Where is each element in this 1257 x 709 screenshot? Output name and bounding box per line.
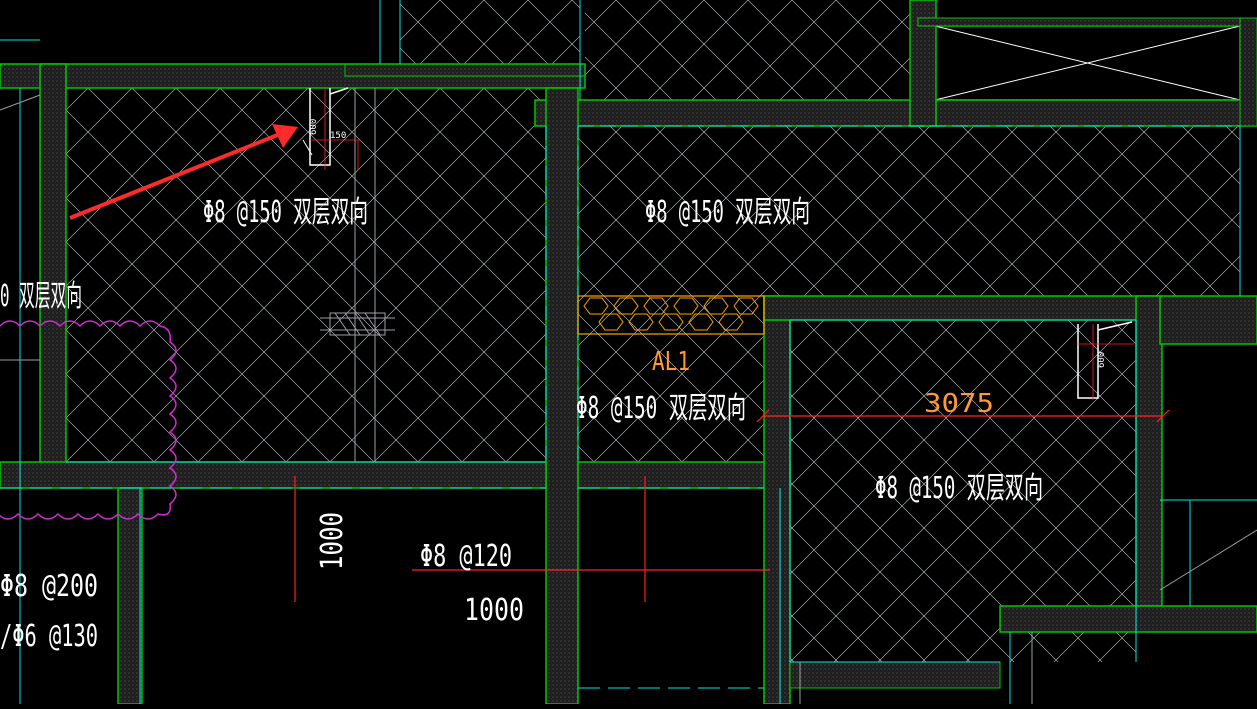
section-detail-right[interactable]: 600 (1077, 321, 1134, 400)
wall-far-right (1159, 295, 1257, 345)
wall-bottom-right (999, 605, 1257, 633)
slab-label-left: 0 双层双向 (0, 279, 82, 314)
rebar-label-120: Φ8 @120 (420, 539, 512, 574)
annotation-arrow (69, 124, 298, 220)
detail-dim-600a: 600 (309, 119, 319, 135)
slab-label-1: Φ8 @150 双层双向 (203, 195, 368, 230)
wall-room-d-left (763, 295, 791, 705)
detail-dim-600b: 600 (1097, 352, 1107, 368)
wall-room-d-top (763, 295, 1161, 321)
wall-room-d-bottom (789, 661, 1001, 689)
slab-labels[interactable]: Φ8 @150 双层双向 Φ8 @150 双层双向 Φ8 @150 双层双向 Φ… (0, 195, 1043, 506)
wall-room-d-right (1135, 295, 1163, 607)
wall-bottom-a (0, 461, 547, 489)
slab-hatch-room-a (66, 88, 546, 462)
slab-hatch-upper-right (585, 0, 910, 100)
wall-bottom-c (577, 461, 791, 489)
slab-hatch-areas (66, 0, 1240, 662)
slab-label-3: Φ8 @150 双层双向 (576, 391, 746, 426)
wall-mid-vertical (545, 87, 579, 705)
partition-lines (320, 88, 395, 462)
rebar-label-130: /Φ6 @130 (0, 619, 98, 654)
beam-al1[interactable] (577, 295, 765, 335)
dim-text-3075: 3075 (924, 389, 994, 419)
wall-top-step (344, 63, 586, 77)
dim-text-1000-vertical: 1000 (315, 512, 350, 570)
slab-hatch-upper-mid (400, 0, 580, 64)
wall-top-right (534, 99, 1257, 127)
opening-x-box (934, 25, 1241, 101)
rebar-label-200: Φ8 @200 (0, 569, 98, 604)
misc-lines (0, 94, 1257, 704)
slab-label-2: Φ8 @150 双层双向 (645, 195, 810, 230)
beam-label-al1[interactable]: AL1 (652, 347, 690, 377)
dim-text-1000-horizontal: 1000 (464, 593, 524, 628)
section-detail-top[interactable]: 600 150 (302, 87, 360, 170)
wall-top-frame (917, 17, 1257, 27)
rebar-labels[interactable]: Φ8 @120 Φ8 @200 /Φ6 @130 (0, 539, 512, 654)
wall-col-1 (117, 487, 143, 705)
slab-hatch-room-b (578, 126, 1240, 296)
detail-dim-150: 150 (330, 131, 346, 141)
wall-left-vertical (39, 63, 67, 485)
dimension-lines (294, 409, 1170, 602)
slab-label-4: Φ8 @150 双层双向 (875, 471, 1043, 506)
wall-top-right-end (1239, 17, 1257, 127)
dimension-texts[interactable]: 1000 1000 3075 (315, 389, 994, 628)
slab-hatch-room-c (578, 296, 764, 462)
revision-cloud (0, 320, 177, 520)
